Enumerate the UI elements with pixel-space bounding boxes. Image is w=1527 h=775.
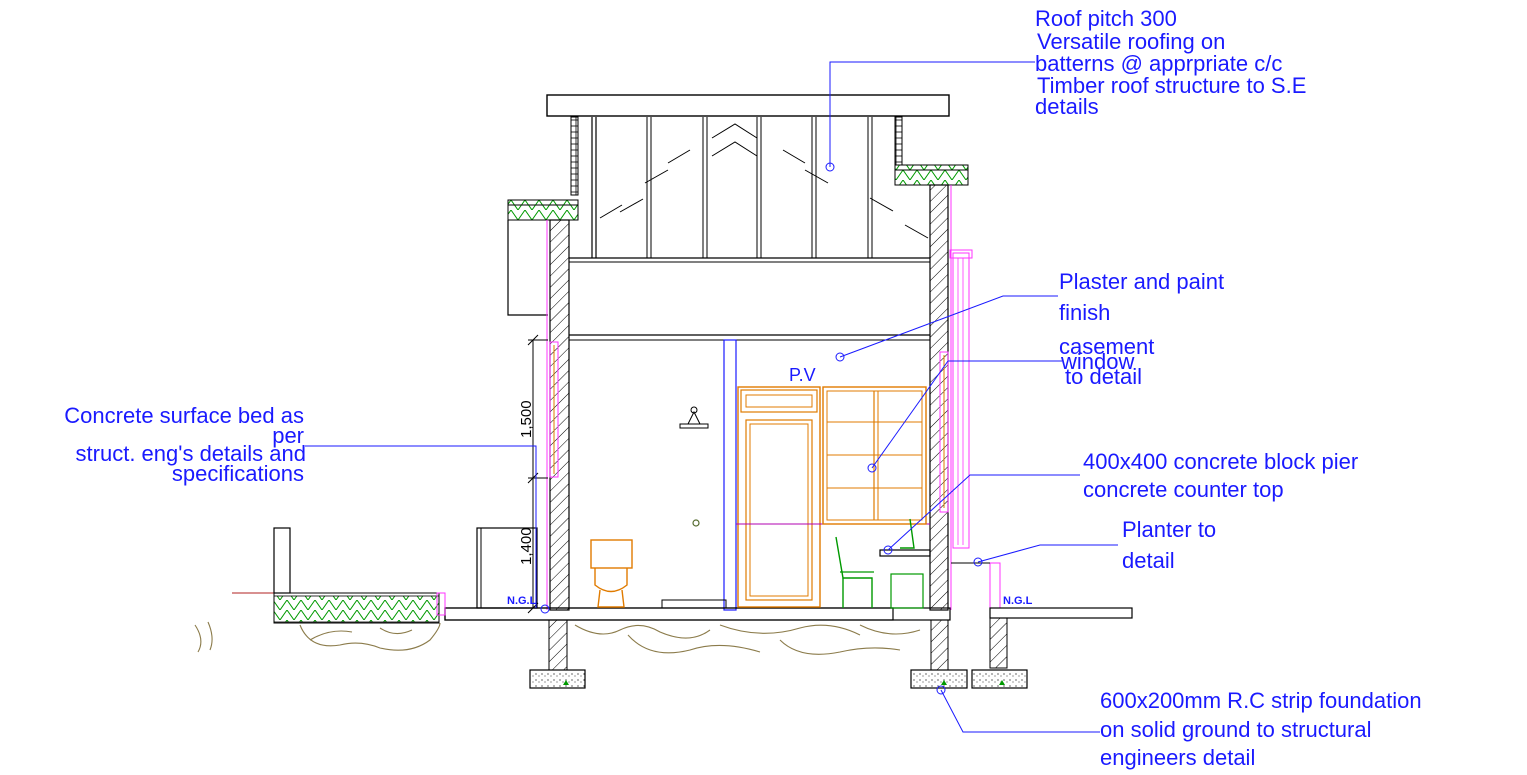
note-roof-line2: Versatile roofing on [1037,29,1225,54]
note-pier-line2: concrete counter top [1083,477,1284,502]
toilet-fixture [590,539,633,608]
dimension-lower: 1,400 [518,527,535,565]
note-surface-line2: per [272,423,304,448]
note-surface-line3: struct. eng's details and [76,441,306,466]
wall-fixture [679,406,709,527]
ground-rocks [194,621,921,655]
roof-structure [507,94,969,316]
note-surface-line1: Concrete surface bed as [64,403,304,428]
note-planter-line2: detail [1122,548,1175,573]
exterior-right [951,562,1133,669]
counter [879,549,931,609]
right-casement [939,249,973,549]
left-window [549,341,559,478]
leader-lines [305,61,1118,733]
kitchen-window [822,386,927,525]
note-roof-pitch: Roof pitch 300 [1035,6,1177,31]
note-casement-line1: casement [1059,334,1154,359]
note-casement-line2: window [1060,349,1134,374]
step [661,599,727,609]
label-ngl-right: N.G.L [1003,595,1033,607]
note-pier-line1: 400x400 concrete block pier [1083,449,1358,474]
label-ngl-left: N.G.L [507,595,537,607]
exterior-left [232,527,538,624]
note-foundation-line1: 600x200mm R.C strip foundation [1100,688,1422,713]
walls [444,184,952,621]
note-foundation-line2: on solid ground to structural [1100,717,1372,742]
note-foundation-line3: engineers detail [1100,745,1255,770]
strip-foundations [529,619,1028,689]
note-planter-line1: Planter to [1122,517,1216,542]
note-roof-line5: details [1035,94,1099,119]
note-roof-line3: batterns @ apprpriate c/c [1035,51,1282,76]
dimension-lines [527,334,548,614]
note-roof-line4: Timber roof structure to S.E [1037,73,1306,98]
label-pv: P.V [789,365,816,385]
dimension-upper: 1,500 [518,400,535,438]
note-plaster-line2: finish [1059,300,1110,325]
note-plaster-line1: Plaster and paint [1059,269,1224,294]
note-casement-line3: to detail [1065,364,1142,389]
chairs [835,518,915,608]
door [736,386,930,608]
note-surface-line4: specifications [172,461,304,486]
